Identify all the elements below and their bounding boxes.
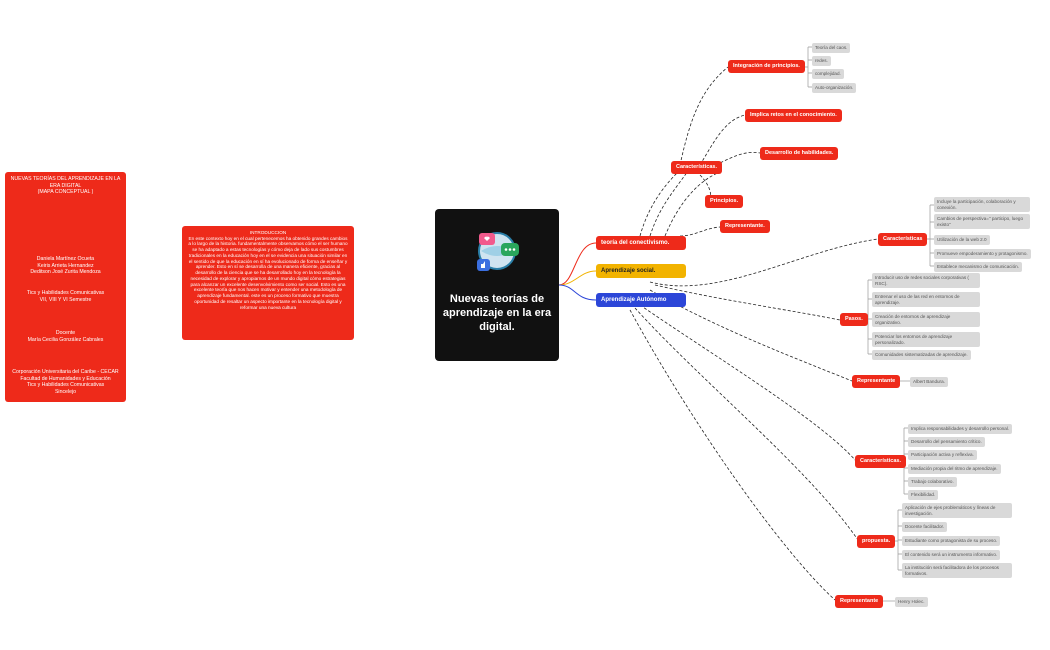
- social-paso-item: Potenciar los entornos de aprendizaje pe…: [872, 332, 980, 347]
- social-caracteristica-item: Cambios de perspectiva=" participo, lueg…: [934, 214, 1030, 229]
- social-caracteristica-item: Promueve empoderamiento y protagonismo.: [934, 249, 1031, 259]
- intro-card: INTRODUCCION En este contexto hoy en el …: [182, 226, 354, 340]
- central-topic[interactable]: Nuevas teorías de aprendizaje en la era …: [435, 209, 559, 361]
- social-paso-item: Comunidades sistematizadas de aprendizaj…: [872, 350, 971, 360]
- integracion-item: Auto-organización.: [812, 83, 857, 93]
- social-paso-item: Creación de entornos de aprendizaje orga…: [872, 312, 980, 327]
- autonomo-propuesta-item: Estudiante como protagonista de su proce…: [902, 536, 1001, 546]
- branch-aprendizaje-social[interactable]: Aprendizaje social.: [596, 264, 686, 278]
- autonomo-caracteristicas[interactable]: Características.: [855, 455, 906, 468]
- autonomo-representante-name: Henry Holec.: [895, 597, 928, 607]
- autonomo-propuesta-item: Docente facilitador.: [902, 522, 948, 532]
- cover-authors: Daniela Martínez Ocueta Keiris Arrieta H…: [30, 256, 101, 275]
- intro-heading: INTRODUCCION: [249, 230, 287, 235]
- cover-card: NUEVAS TEORÍAS DEL APRENDIZAJE EN LA ERA…: [5, 172, 126, 402]
- autonomo-propuesta-item: Aplicación de ejes problemáticos y línea…: [902, 503, 1012, 518]
- social-caracteristicas[interactable]: Características: [878, 233, 928, 246]
- autonomo-caracteristica-item: Implica responsabilidades y desarrollo p…: [908, 424, 1013, 434]
- branch-conectivismo[interactable]: teoría del conectivismo.: [596, 236, 686, 250]
- cover-program: Tics y Habilidades Comunicativas VII, VI…: [26, 290, 105, 303]
- social-media-globe-icon: [471, 223, 523, 275]
- integracion-item: complejidad.: [812, 69, 844, 79]
- autonomo-propuesta-item: El contenido será un instrumento informa…: [902, 550, 1001, 560]
- social-pasos[interactable]: Pasos.: [840, 313, 868, 326]
- autonomo-caracteristica-item: Desarrollo del pensamiento crítico.: [908, 437, 985, 447]
- social-caracteristica-item: Utilización de la web 2.0: [934, 235, 990, 245]
- conectivismo-caracteristicas[interactable]: Características.: [671, 161, 722, 174]
- autonomo-caracteristica-item: Participación activa y reflexiva.: [908, 450, 977, 460]
- conectivismo-integracion[interactable]: Integración de principios.: [728, 60, 805, 73]
- conectivismo-principios[interactable]: Principios.: [705, 195, 744, 208]
- autonomo-propuesta-item: La institución será facilitadora de los …: [902, 563, 1012, 578]
- intro-body: En este contexto hoy en el cual pertenec…: [188, 235, 348, 310]
- social-caracteristica-item: Incluye la participación, colaboración y…: [934, 197, 1030, 212]
- cover-title: NUEVAS TEORÍAS DEL APRENDIZAJE EN LA ERA…: [10, 176, 121, 195]
- autonomo-representante[interactable]: Representante: [835, 595, 884, 608]
- cover-teacher: Docente María Cecilia González Cabrales: [27, 330, 104, 343]
- conectivismo-desarrollo[interactable]: Desarrollo de habilidades.: [760, 147, 839, 160]
- social-paso-item: Entrenar el uso de las red en entornos d…: [872, 292, 980, 307]
- integracion-item: Teoría del caos.: [812, 43, 851, 53]
- social-paso-item: Introducir uso de redes sociales corpora…: [872, 273, 980, 288]
- central-title: Nuevas teorías de aprendizaje en la era …: [442, 293, 552, 333]
- conectivismo-implica[interactable]: Implica retos en el conocimiento.: [745, 109, 842, 122]
- conectivismo-representante[interactable]: Representante.: [720, 220, 770, 233]
- social-caracteristica-item: Establece mecanismo de comunicación.: [934, 262, 1022, 272]
- social-representante[interactable]: Representante: [852, 375, 901, 388]
- autonomo-caracteristica-item: Trabajo colaborativo.: [908, 477, 957, 487]
- autonomo-caracteristica-item: Flexibilidad.: [908, 490, 939, 500]
- branch-aprendizaje-autonomo[interactable]: Aprendizaje Autónomo: [596, 293, 686, 307]
- integracion-item: redes.: [812, 56, 831, 66]
- cover-institution: Corporación Universitaria del Caribe - C…: [12, 369, 119, 395]
- autonomo-caracteristica-item: Mediación propia del ritmo de aprendizaj…: [908, 464, 1001, 474]
- social-representante-name: Albert Bandura.: [910, 377, 948, 387]
- autonomo-propuesta[interactable]: propuesta.: [857, 535, 896, 548]
